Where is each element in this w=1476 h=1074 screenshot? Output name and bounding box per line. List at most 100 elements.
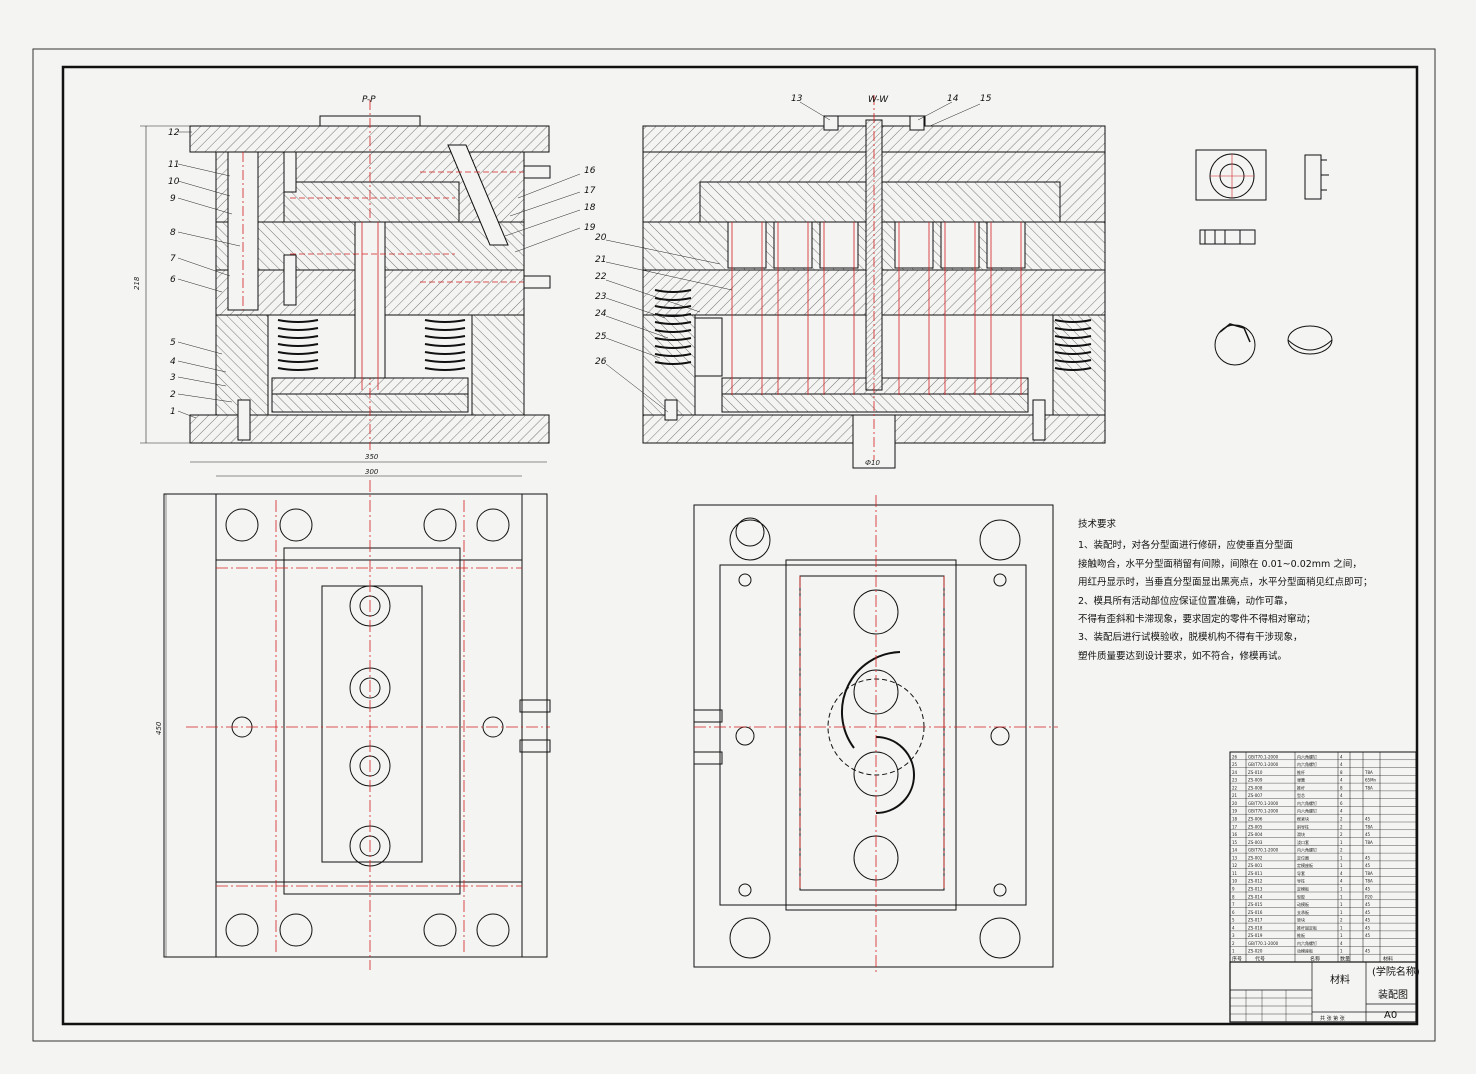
bom-cell: 13: [1232, 855, 1238, 860]
bom-cell: 45: [1365, 832, 1371, 837]
part-numbers-left: 12 11 10 9 8 7 6 5 4 3 2 1: [168, 128, 180, 417]
bom-cell: 浇口套: [1297, 839, 1309, 845]
part-number: 22: [595, 272, 607, 282]
bom-header-cell: 代号: [1255, 956, 1265, 963]
section-label-right: W-W: [868, 95, 889, 105]
product-views: [1195, 149, 1333, 366]
bom-cell: T8A: [1364, 770, 1373, 775]
bom-header-cell: 序号: [1232, 956, 1242, 963]
bom-cell: 1: [1340, 855, 1343, 860]
bom-cell: ZS-017: [1248, 918, 1263, 923]
part-number: 25: [595, 332, 607, 342]
bom-header-cell: 材料: [1383, 956, 1393, 963]
bom-cell: 1: [1340, 863, 1343, 868]
bom-cell: ZS-010: [1248, 770, 1263, 775]
bom-cell: 18: [1232, 817, 1238, 822]
tech-line: 用红丹显示时，当垂直分型面显出黑亮点，水平分型面稍见红点即可；: [1078, 576, 1373, 588]
section-view-right: [642, 95, 1106, 469]
part-number: 24: [595, 309, 607, 319]
bom-cell: 7: [1232, 902, 1235, 907]
bom-cell: 8: [1232, 894, 1235, 899]
part-number: 17: [584, 186, 596, 196]
bom-cell: 17: [1232, 824, 1238, 829]
bom-cell: ZS-004: [1248, 832, 1263, 837]
bom-cell: 45: [1365, 817, 1371, 822]
part-number: 19: [584, 223, 596, 233]
part-number: 6: [170, 275, 176, 285]
plan-view-right: [693, 495, 1058, 975]
bom-cell: 6: [1232, 910, 1235, 915]
bom-cell: T8A: [1364, 785, 1373, 790]
bom-cell: 1: [1340, 925, 1343, 930]
title-sheet-count: 共 张 第 张: [1320, 1015, 1345, 1022]
bom-cell: 45: [1365, 949, 1371, 954]
part-number: 18: [584, 203, 596, 213]
part-number: 16: [584, 166, 596, 176]
bom-cell: 4: [1340, 793, 1343, 798]
bom-cell: 定模座板: [1297, 862, 1313, 868]
title-company: (学院名称): [1372, 965, 1420, 978]
section-label-left: P-P: [362, 95, 376, 105]
bom-cell: GB/T70.1-2000: [1248, 762, 1279, 767]
bom-cell: GB/T70.1-2000: [1248, 941, 1279, 946]
bom-cell: ZS-012: [1248, 879, 1263, 884]
bom-cell: 45: [1365, 863, 1371, 868]
part-number: 5: [170, 338, 176, 348]
bom-cell: ZS-015: [1248, 902, 1263, 907]
bom-cell: 11: [1232, 871, 1238, 876]
bom-cell: 1: [1340, 902, 1343, 907]
bom-cell: 1: [1340, 949, 1343, 954]
technical-requirements: 技术要求 1、装配时，对各分型面进行修研，应使垂直分型面 接触吻合，水平分型面稍…: [1078, 518, 1373, 662]
part-number: 26: [595, 357, 607, 367]
bom-cell: 25: [1232, 762, 1238, 767]
bom-cell: T8A: [1364, 840, 1373, 845]
bom-cell: 型芯: [1297, 792, 1305, 798]
bom-cell: ZS-018: [1248, 925, 1263, 930]
bom-cell: T8A: [1364, 871, 1373, 876]
plan-view-left: [163, 461, 551, 970]
part-number: 1: [170, 407, 176, 417]
bom-cell: 5: [1232, 918, 1235, 923]
part-number: 10: [168, 177, 180, 187]
bom-cell: 导柱: [1297, 878, 1305, 884]
bom-cell: 45: [1365, 918, 1371, 923]
bom-cell: 3: [1232, 933, 1235, 938]
bom-cell: 2: [1340, 848, 1343, 853]
part-number: 14: [947, 94, 959, 104]
bom-cell: 45: [1365, 925, 1371, 930]
bom-cell: 内六角螺钉: [1297, 847, 1317, 853]
bom-cell: 动模座板: [1297, 948, 1313, 954]
bom-cell: 导套: [1297, 870, 1305, 876]
part-number: 20: [595, 233, 607, 243]
plan-height: 450: [155, 721, 163, 735]
bom-cell: 14: [1232, 848, 1238, 853]
part-number-leaders-left: [177, 131, 241, 419]
bom-cell: 8: [1340, 785, 1343, 790]
bom-cell: 4: [1340, 871, 1343, 876]
bom-cell: ZS-006: [1248, 817, 1263, 822]
bom-cell: 12: [1232, 863, 1238, 868]
bom-cell: ZS-011: [1248, 871, 1263, 876]
bom-cell: ZS-009: [1248, 778, 1263, 783]
tech-line: 2、模具所有活动部位应保证位置准确，动作可靠，: [1078, 595, 1293, 607]
bom-cell: 45: [1365, 902, 1371, 907]
bom-cell: 斜导柱: [1297, 823, 1309, 829]
bom-cell: GB/T70.1-2000: [1248, 848, 1279, 853]
bom-cell: 19: [1232, 809, 1238, 814]
plan-width-inner: 300: [365, 468, 379, 476]
bom-cell: 4: [1340, 762, 1343, 767]
bom-header-cell: 名称: [1310, 956, 1320, 963]
bom-cell: ZS-008: [1248, 785, 1263, 790]
bom-cell: T8A: [1364, 879, 1373, 884]
bom-cell: T8A: [1364, 824, 1373, 829]
part-number: 7: [170, 254, 176, 264]
title-drawing-name: 装配图: [1378, 988, 1408, 1001]
bom-cell: 2: [1340, 918, 1343, 923]
bom-cell: GB/T70.1-2000: [1248, 754, 1279, 759]
part-number: 21: [595, 255, 606, 265]
bom-cell: ZS-005: [1248, 824, 1263, 829]
bom-cell: 26: [1232, 754, 1238, 759]
bom-cell: 内六角螺钉: [1297, 753, 1317, 759]
bom-cell: 21: [1232, 793, 1238, 798]
bom-cell: 支承板: [1297, 909, 1309, 915]
